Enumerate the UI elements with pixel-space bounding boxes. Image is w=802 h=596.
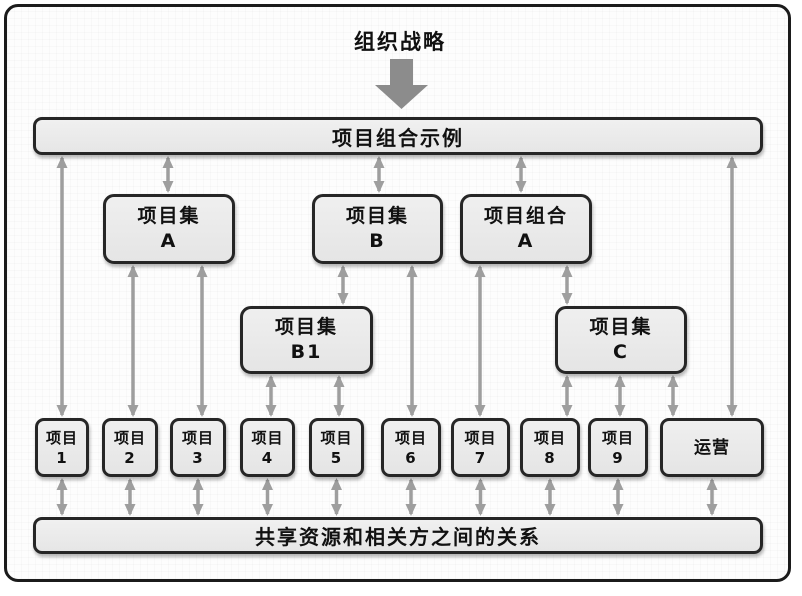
organizational-strategy-title: 组织战略 <box>354 30 446 54</box>
node-program-b-line2: B <box>369 230 386 252</box>
node-project-8-line2: 8 <box>544 448 556 467</box>
node-project-7-line2: 7 <box>474 448 487 467</box>
node-project-1-line2: 1 <box>56 448 68 467</box>
node-program-a: 项目集 A <box>103 194 235 264</box>
node-program-b: 项目集 B <box>312 194 443 264</box>
node-project-6-line2: 6 <box>405 448 417 467</box>
node-project-9-line2: 9 <box>612 448 624 467</box>
node-program-b1-line1: 项目集 <box>274 316 338 338</box>
node-program-c: 项目集 C <box>555 306 687 374</box>
node-program-a-line1: 项目集 <box>137 205 201 227</box>
node-project-5-line1: 项目 <box>320 428 353 447</box>
node-project-1-line1: 项目 <box>45 428 78 447</box>
node-project-8-line1: 项目 <box>533 428 566 447</box>
node-project-4-line2: 4 <box>261 448 274 467</box>
shared-resources-bar: 共享资源和相关方之间的关系 <box>33 517 763 554</box>
node-project-3-line2: 3 <box>192 448 204 467</box>
node-project-5-line2: 5 <box>330 448 343 467</box>
node-project-9-line1: 项目 <box>601 428 634 447</box>
portfolio-example-label: 项目组合示例 <box>332 125 464 150</box>
node-portfolio-a: 项目组合 A <box>460 194 592 264</box>
node-project-2-line2: 2 <box>124 448 136 467</box>
node-project-4-line1: 项目 <box>251 428 284 447</box>
node-program-b1: 项目集 B1 <box>240 306 373 374</box>
node-operations: 运营 <box>660 418 764 477</box>
strategy-block-arrow-icon <box>375 59 428 109</box>
shared-resources-label: 共享资源和相关方之间的关系 <box>255 525 541 549</box>
node-program-c-line1: 项目集 <box>589 316 653 338</box>
portfolio-example-bar: 项目组合示例 <box>33 117 763 155</box>
node-project-7-line1: 项目 <box>464 428 497 447</box>
node-project-2-line1: 项目 <box>113 428 146 447</box>
node-portfolio-a-line2: A <box>517 230 535 252</box>
node-program-a-line2: A <box>160 230 178 252</box>
node-program-b-line1: 项目集 <box>345 205 409 227</box>
node-program-b1-line2: B1 <box>290 341 323 363</box>
node-program-c-line2: C <box>613 341 629 363</box>
node-portfolio-a-line1: 项目组合 <box>483 205 568 227</box>
node-operations-line1: 运营 <box>694 437 730 458</box>
node-project-6-line1: 项目 <box>394 428 427 447</box>
node-project-3-line1: 项目 <box>181 428 214 447</box>
